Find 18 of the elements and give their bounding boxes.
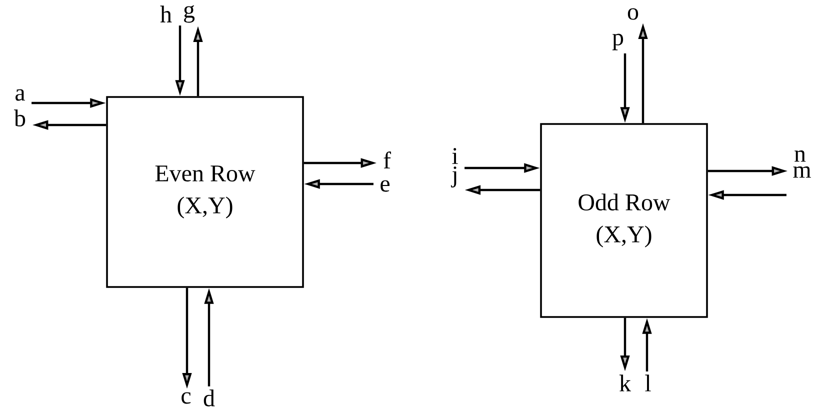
port-label: n [794, 150, 806, 162]
port-label: e [380, 180, 390, 192]
port-label: f [384, 152, 391, 168]
block-box: Odd Row (X,Y) [540, 123, 708, 318]
port-label: j [450, 166, 456, 188]
port-label: o [628, 8, 638, 20]
port-label: d [204, 390, 215, 406]
block-box: Even Row (X,Y) [106, 96, 304, 288]
port-label: c [182, 392, 191, 404]
port-label: h [160, 6, 172, 22]
port-label: b [14, 110, 26, 126]
port-label: i [452, 148, 458, 164]
port-label: g [184, 5, 195, 23]
port-label: k [619, 374, 631, 392]
port-label: l [645, 374, 651, 392]
port-label: m [793, 166, 811, 178]
port-label: p [612, 34, 624, 50]
port-label: a [16, 89, 25, 101]
